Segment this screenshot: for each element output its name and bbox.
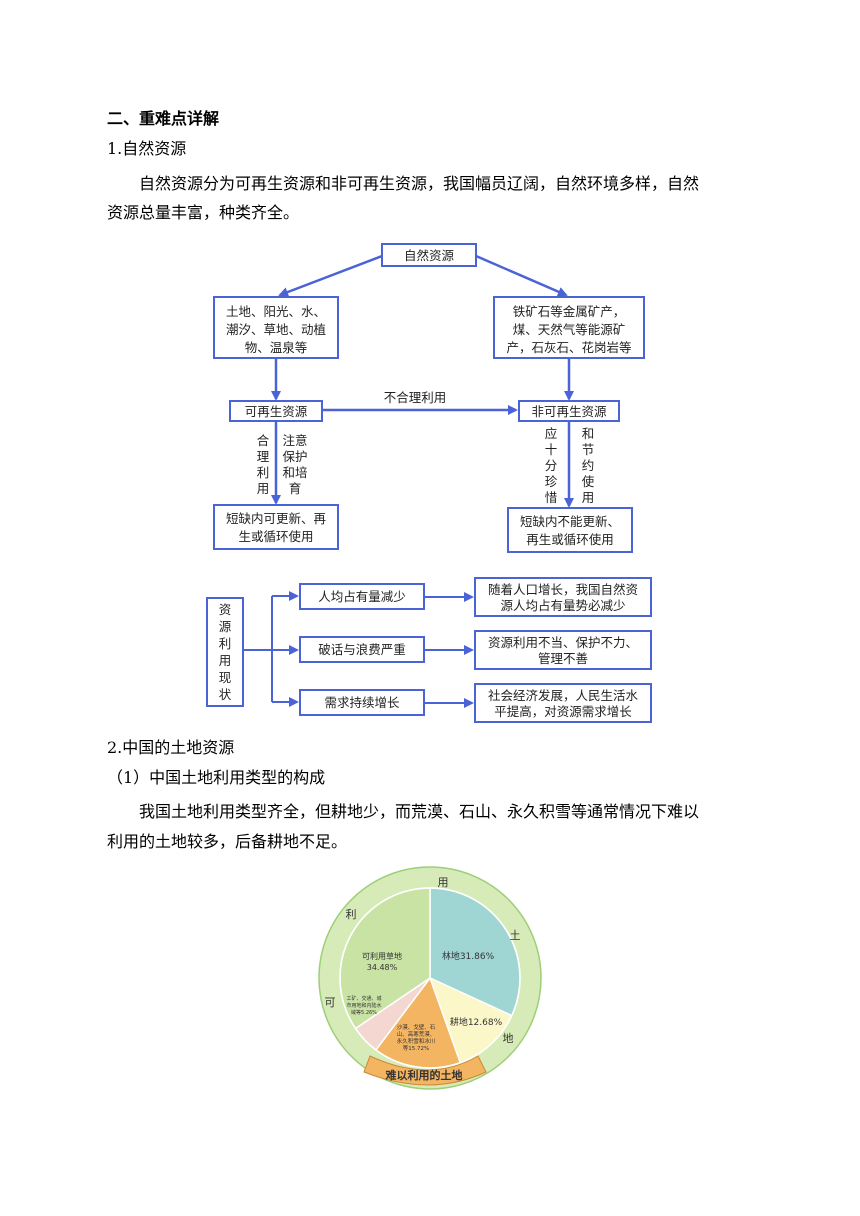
status-desc-2-line-1: 资源利用不当、保护不力、 [488, 635, 638, 650]
flow-nonrenewable-result-box [507, 507, 633, 553]
status-item-3-box [299, 689, 425, 716]
right-v2-2: 约 [582, 458, 595, 473]
nonrenewable-label: 非可再生资源 [531, 404, 607, 419]
ring-char-1: 利 [346, 908, 357, 921]
status-desc-1-box [474, 577, 652, 617]
slice-label-grass-2: 34.48% [367, 963, 398, 972]
status-label-5: 状 [219, 687, 232, 702]
right-v2-3: 使 [582, 474, 595, 489]
status-item-2-box [299, 636, 425, 663]
slice-label-desert-3: 永久积雪和冰川 [397, 1037, 436, 1045]
left-v2-2: 和培 [282, 465, 307, 480]
slice-label-forest: 林地31.86% [442, 950, 495, 962]
left-result-line-1: 短缺内可更新、再 [226, 511, 327, 526]
sub-title-natural-resources: 1.自然资源 [107, 139, 187, 158]
left-v2-3: 育 [289, 481, 302, 496]
status-label-3: 用 [219, 653, 232, 668]
left-result-line-2: 生或循环使用 [238, 529, 313, 544]
hard-to-use-label: 难以利用的土地 [385, 1068, 463, 1082]
right-v1-3: 珍 [545, 474, 558, 489]
right-v2-0: 和 [582, 426, 595, 441]
left-v2-1: 保护 [282, 449, 307, 464]
status-label-box [206, 597, 244, 707]
status-label-2: 利 [219, 636, 232, 651]
sub-title-land-resources: 2.中国的土地资源 [107, 738, 235, 757]
status-label-1: 源 [219, 619, 232, 634]
status-desc-2-line-2: 管理不善 [538, 651, 588, 666]
left-v1-0: 合 [257, 433, 270, 448]
right-box-line-2: 煤、天然气等能源矿 [513, 322, 626, 337]
status-label-0: 资 [219, 602, 232, 617]
right-box-line-1: 铁矿石等金属矿产， [513, 304, 626, 319]
flow-renewable-result-box [213, 504, 339, 550]
status-label-4: 现 [219, 670, 232, 685]
left-box-line-2: 潮汐、草地、动植 [226, 322, 326, 337]
status-desc-1-line-1: 随着人口增长，我国自然资 [488, 582, 638, 597]
left-v1-3: 用 [257, 481, 270, 496]
status-item-1: 人均占有量减少 [318, 589, 406, 604]
renewable-label: 可再生资源 [245, 404, 308, 419]
paragraph-2-line-1: 我国土地利用类型齐全，但耕地少，而荒漠、石山、永久积雪等通常情况下难以 [139, 802, 700, 821]
ring-char-0: 用 [438, 876, 449, 889]
right-result-line-1: 短缺内不能更新、 [520, 514, 620, 529]
right-v1-0: 应 [545, 426, 558, 441]
flow-top-box [381, 243, 477, 267]
paragraph-2-line-2: 利用的土地较多，后备耕地不足。 [107, 832, 348, 851]
status-item-3: 需求持续增长 [324, 695, 400, 710]
status-desc-3-line-1: 社会经济发展，人民生活水 [488, 688, 639, 703]
right-box-line-3: 产，石灰石、花岗岩等 [506, 340, 631, 355]
right-v2-4: 用 [582, 490, 595, 505]
land-use-pie-chart: 用 利 土 地 可 林地31.86% 耕地12.68% 可利用草地 34.48%… [318, 866, 542, 1090]
arrow-top-left [278, 254, 383, 297]
left-box-line-3: 物、温泉等 [245, 340, 308, 355]
status-desc-1-line-2: 源人均占有量势必减少 [500, 598, 625, 613]
left-v1-2: 利 [257, 465, 270, 480]
status-item-2: 破话与浪费严重 [318, 642, 406, 657]
right-v1-1: 十 [545, 442, 558, 457]
right-v1-2: 分 [545, 458, 558, 473]
right-v1-4: 惜 [545, 490, 558, 505]
hard-to-use-label-band [363, 1055, 487, 1086]
right-result-line-2: 再生或循环使用 [526, 532, 614, 547]
slice-label-desert-4: 等15.72% [403, 1044, 429, 1052]
slice-label-desert-2: 山、高寒荒漠、 [397, 1030, 436, 1038]
natural-resource-flow-diagram: 自然资源 土地、阳光、水、 潮汐、草地、动植 物、温泉等 铁矿石等金属矿产， 煤… [206, 243, 652, 723]
ring-left-char: 可 [325, 996, 336, 1009]
left-v1-1: 理 [257, 449, 270, 464]
slice-label-industry-1: 工矿、交通、城 [346, 995, 381, 1002]
status-desc-3-line-2: 平提高，对资源需求增长 [494, 704, 632, 719]
flow-top-label: 自然资源 [404, 248, 455, 263]
slice-label-grass-1: 可利用草地 [362, 951, 402, 961]
ring-char-2: 土 [510, 929, 521, 942]
paragraph-1-line-1: 自然资源分为可再生资源和非可再生资源，我国幅员辽阔，自然环境多样，自然 [139, 174, 700, 193]
right-v2-1: 节 [582, 442, 595, 457]
slice-label-desert-1: 沙漠、戈壁、石 [397, 1023, 436, 1031]
ring-char-3: 地 [503, 1032, 514, 1045]
arrow-top-right [475, 254, 568, 297]
paragraph-1-line-2: 资源总量丰富，种类齐全。 [107, 203, 300, 222]
left-v2-0: 注意 [282, 433, 307, 448]
status-desc-3-box [474, 683, 652, 723]
unreasonable-use-label: 不合理利用 [384, 390, 447, 405]
slice-label-farm: 耕地12.68% [450, 1016, 503, 1028]
slice-label-industry-2: 市用地和内陆水 [346, 1002, 381, 1009]
status-desc-2-box [474, 630, 652, 670]
left-box-line-1: 土地、阳光、水、 [226, 304, 326, 319]
slice-label-industry-3: 域等5.26% [351, 1009, 377, 1016]
section-heading: 二、重难点详解 [107, 109, 220, 128]
sub-title-land-use-types: （1）中国土地利用类型的构成 [107, 768, 326, 787]
